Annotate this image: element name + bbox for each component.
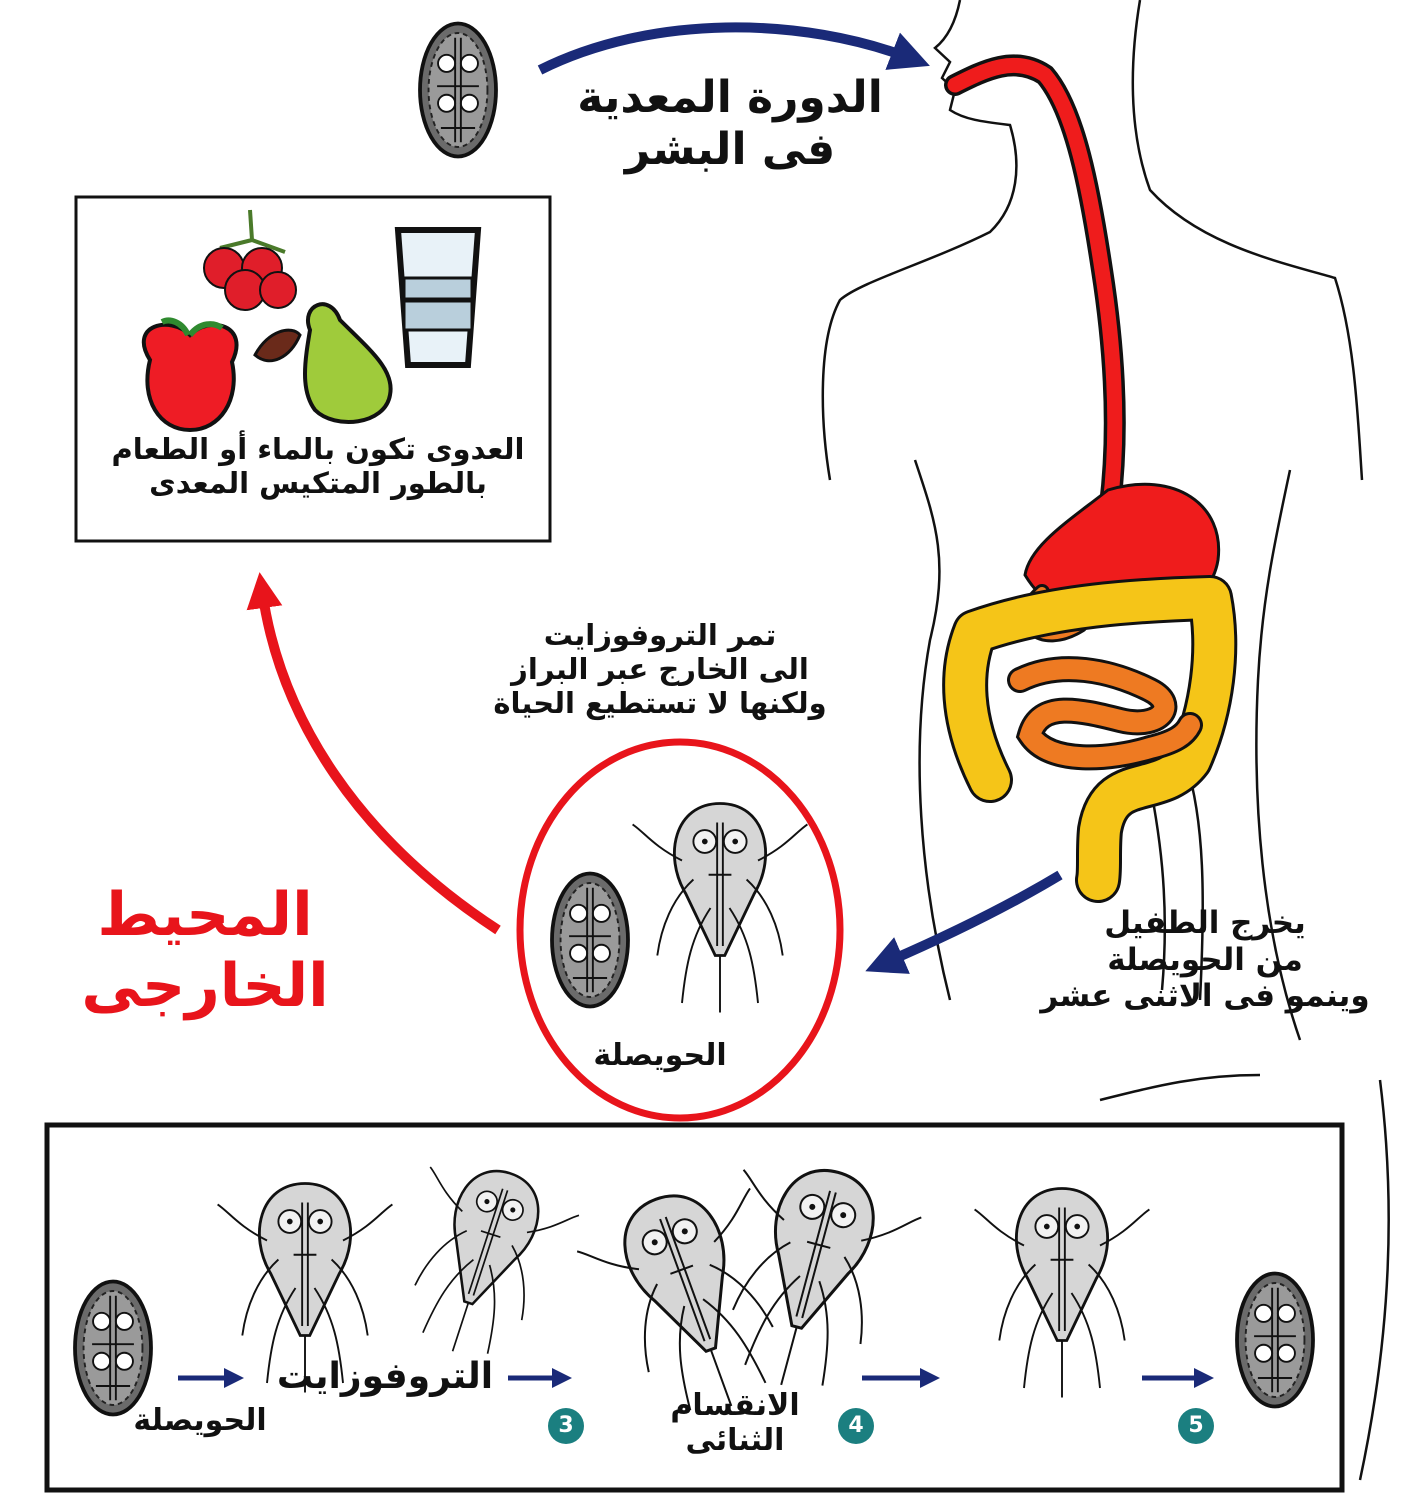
excystation-note-line2: من الحويصلة: [1010, 942, 1400, 979]
stage-trophozoite-label: التروفوزايت: [250, 1356, 520, 1398]
infection-caption-line1: العدوى تكون بالماء أو الطعام: [92, 432, 544, 466]
circle-cyst-label: الحويصلة: [560, 1038, 760, 1073]
cyst-icon: [75, 1282, 151, 1415]
step-3-badge: 3: [548, 1408, 584, 1444]
environment-cycle-arrow: [262, 590, 498, 930]
diagram-title: الدورة المعدية فى البشر: [560, 72, 900, 176]
infection-caption-line2: بالطور المتكيس المعدى: [92, 466, 544, 500]
trophozoite-note-line3: ولكنها لا تستطيع الحياة: [470, 686, 850, 720]
water-glass-icon: [398, 230, 478, 365]
trophozoite-note-line2: الى الخارج عبر البراز: [470, 652, 850, 686]
stage-division-line1: الانقسام: [640, 1388, 830, 1423]
stage-cyst-label: الحويصلة: [120, 1403, 280, 1438]
stage-division-label: الانقسام الثنائى: [640, 1388, 830, 1459]
excystation-note-line1: يخرج الطفيل: [1010, 905, 1400, 942]
cyst-icon: [552, 874, 628, 1007]
step-4-badge: 4: [838, 1408, 874, 1444]
cyst-icon: [1237, 1274, 1313, 1407]
apple-icon: [144, 321, 237, 430]
step-5-badge: 5: [1178, 1408, 1214, 1444]
ingestion-arrow: [540, 27, 915, 70]
digestive-tract: [955, 65, 1219, 880]
cyst-icon: [420, 23, 496, 156]
trophozoite-note-line1: تمر التروفوزايت: [470, 618, 850, 652]
infection-caption: العدوى تكون بالماء أو الطعام بالطور المت…: [92, 432, 544, 500]
excystation-note: يخرج الطفيل من الحويصلة وينمو فى الاثنى …: [1010, 905, 1400, 1015]
trophozoite-note: تمر التروفوزايت الى الخارج عبر البراز ول…: [470, 618, 850, 721]
trophozoite-icon: [633, 804, 808, 1013]
environment-label: المحيط الخارجى: [0, 880, 410, 1022]
stage-division-line2: الثنائى: [640, 1423, 830, 1458]
excystation-note-line3: وينمو فى الاثنى عشر: [1010, 978, 1400, 1015]
